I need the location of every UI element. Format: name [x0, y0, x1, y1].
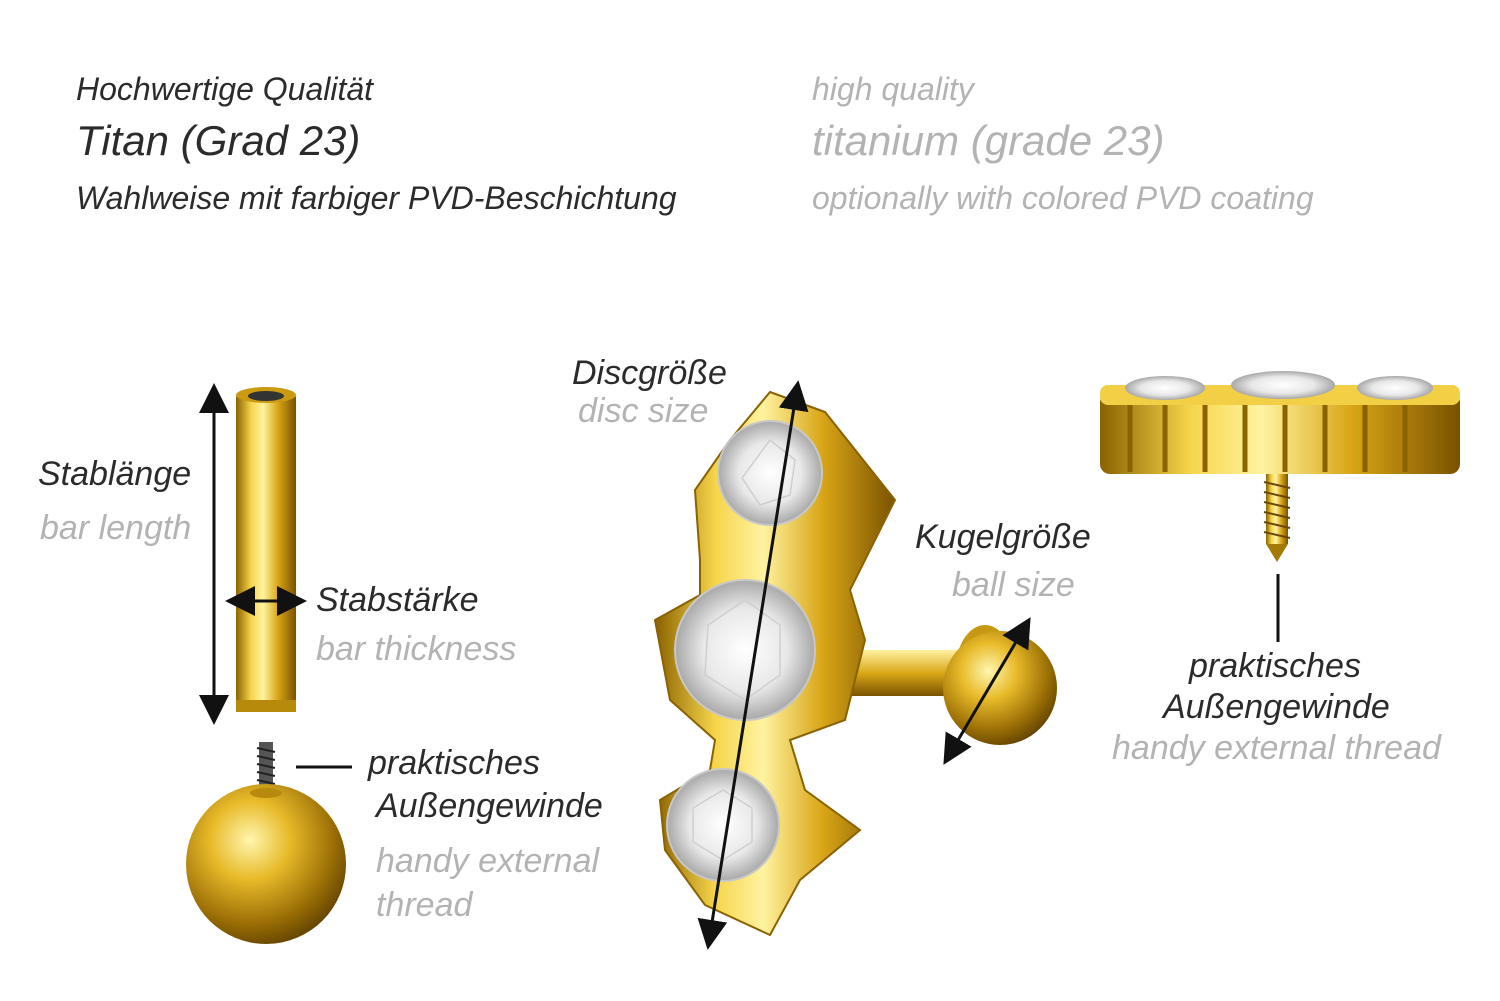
- bar-thickness-label-de: Stabstärke: [316, 581, 479, 619]
- bar-thickness-label-en: bar thickness: [316, 630, 517, 668]
- thread-left-label-en2: thread: [376, 886, 473, 924]
- piercing-head: [653, 390, 897, 937]
- piercing-ball: [943, 631, 1057, 745]
- bar-length-label-de: Stablänge: [38, 455, 192, 493]
- ball-size-label-de: Kugelgröße: [915, 518, 1091, 556]
- thread-right-label-de2: Außengewinde: [1163, 688, 1390, 726]
- header-de-line3: Wahlweise mit farbiger PVD-Beschichtung: [76, 180, 677, 216]
- thread-right-label-de1: praktisches: [1189, 647, 1361, 685]
- header-de-line2: Titan (Grad 23): [76, 117, 361, 164]
- thread-left-label-en1: handy external: [376, 842, 600, 880]
- thread-right-label-en: handy external thread: [1112, 729, 1441, 767]
- disc-size-label-de: Discgröße: [572, 354, 727, 392]
- header-de-line1: Hochwertige Qualität: [76, 71, 374, 107]
- ball-size-label-en: ball size: [952, 566, 1075, 604]
- thread-left-label-de1: praktisches: [368, 744, 540, 782]
- disc-size-label-en: disc size: [578, 392, 709, 430]
- ball-size-dimension: [943, 617, 1031, 765]
- dermal-top-illustration: [1100, 371, 1460, 562]
- header-en-line1: high quality: [812, 71, 974, 107]
- disc-size-dimension: [697, 380, 809, 950]
- header-en-line3: optionally with colored PVD coating: [812, 180, 1314, 216]
- ball-with-thread-illustration: [186, 742, 346, 944]
- bar-length-label-en: bar length: [40, 509, 192, 547]
- header-en-line2: titanium (grade 23): [812, 117, 1165, 164]
- bar-illustration: [236, 387, 296, 712]
- thread-left-label-de2: Außengewinde: [376, 787, 603, 825]
